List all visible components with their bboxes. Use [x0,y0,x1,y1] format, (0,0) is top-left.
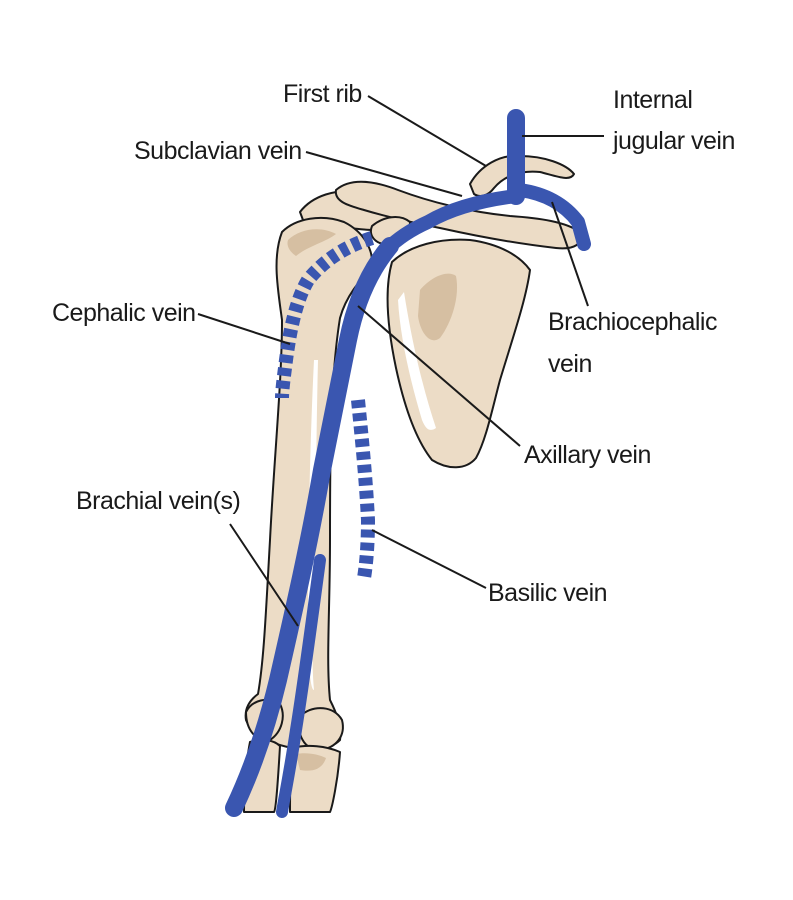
label-brachial: Brachial vein(s) [76,487,240,515]
leader-lines [197,95,604,627]
leader-brachiocephalic [551,201,589,307]
veins [225,109,591,818]
leader-brachial [229,523,299,627]
leader-first-rib [367,95,487,167]
label-subclavian: Subclavian vein [134,137,302,165]
leader-subclavian [305,151,463,197]
label-first-rib: First rib [283,80,362,108]
label-axillary: Axillary vein [524,441,651,469]
leader-axillary [357,305,521,447]
humerus-head-shadow [287,229,336,256]
labels: First rib Internal jugular vein Subclavi… [52,80,735,607]
scapula-edge-highlight [398,292,436,430]
label-brachiocephalic-line2: vein [548,350,592,378]
axillary-vein-shape [225,237,399,817]
ulna-shadow [296,753,326,771]
label-internal-jugular-line1: Internal [613,86,692,114]
label-basilic: Basilic vein [488,579,607,607]
leader-basilic [371,529,487,589]
subclavian-vein-shape [379,189,523,257]
basilic-vein-shape [351,399,376,580]
leader-cephalic [197,313,291,345]
scapula-shadow [418,273,458,341]
cephalic-vein-shape [275,231,375,399]
label-internal-jugular-line2: jugular vein [612,127,735,155]
brachiocephalic-vein-shape [513,183,591,251]
label-brachiocephalic-line1: Brachiocephalic [548,308,717,336]
brachial-vein-second [276,554,326,818]
elbow-condyle-medial [298,707,344,751]
label-cephalic: Cephalic vein [52,299,196,327]
